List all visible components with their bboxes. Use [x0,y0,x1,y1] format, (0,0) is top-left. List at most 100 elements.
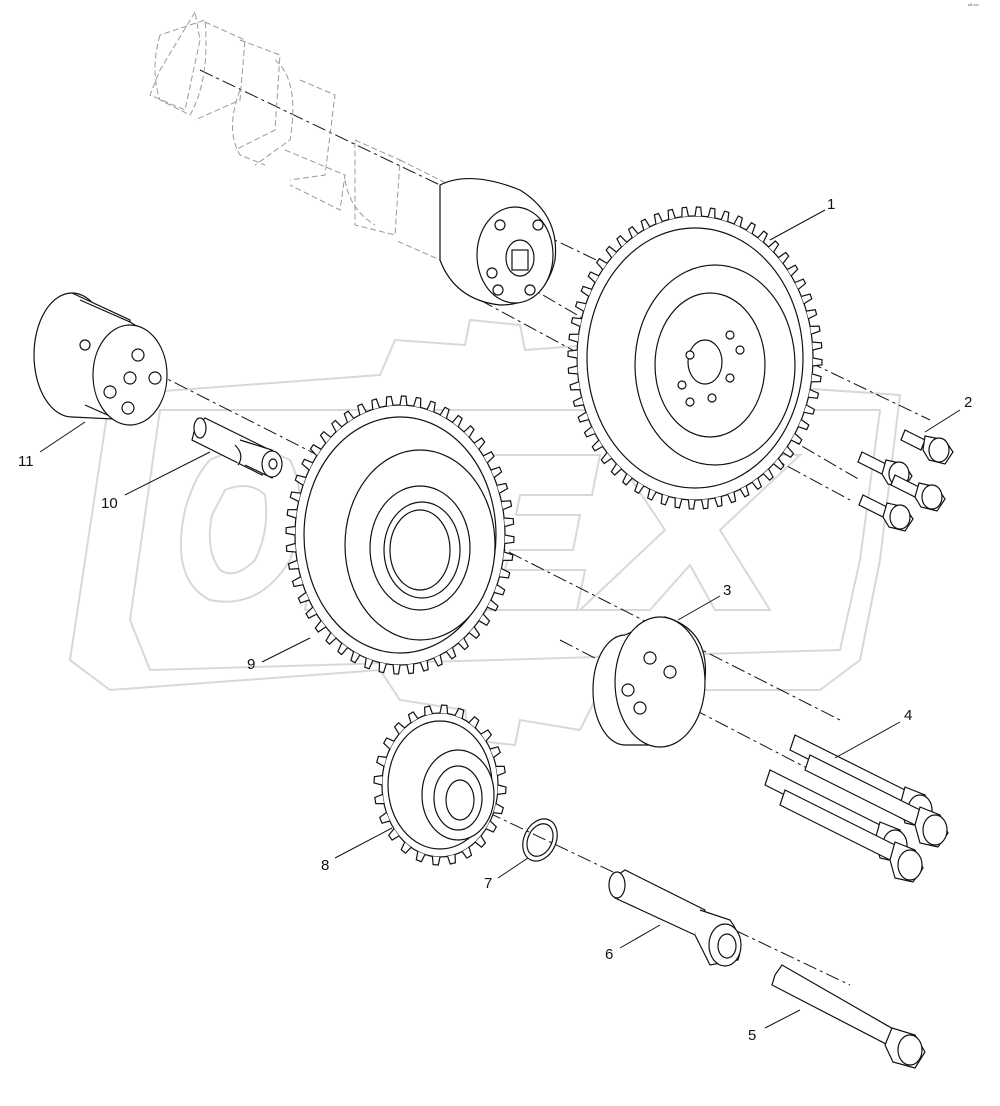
gear-tooth [762,468,774,482]
gear-tooth [406,663,415,675]
gear-tooth [291,576,304,588]
pin-shaft [191,417,283,479]
gear-tooth [687,499,696,510]
camshaft-gear-teeth [567,206,823,510]
gear-tooth [768,240,780,253]
callout-8: 8 [321,857,330,874]
gear-tooth [787,264,799,277]
gear-tooth [757,230,769,243]
gear-tooth [778,251,790,264]
gear-tooth [314,620,327,633]
gear-tooth [439,406,450,419]
gear-tooth [309,443,322,457]
gear-tooth [392,664,401,675]
gear-tooth [457,637,469,651]
gear-tooth [627,225,639,239]
gear-tooth [301,458,313,471]
gear-tooth [580,285,592,297]
gear-tooth [809,325,821,335]
gear-tooth [808,389,820,399]
gear-tooth [610,463,622,476]
gear-tooth [497,784,507,795]
gear-tooth [496,482,509,494]
gear-tooth [640,218,651,231]
callout-7: 7 [484,875,493,892]
gear-tooth [727,491,737,504]
gear-tooth [739,485,750,498]
small-gear-teeth [373,704,507,866]
gear-tooth [382,737,395,750]
gear-tooth [415,851,426,863]
callout-leaders [39,209,961,1029]
gear-tooth [350,651,361,664]
gear-tooth [374,793,385,805]
intermediate-gear-teeth [285,395,515,675]
gear-tooth [375,755,387,767]
callout-6: 6 [605,946,614,963]
gear-tooth [373,775,383,786]
gear-tooth [587,271,600,283]
gear-tooth [811,373,822,383]
gear-tooth [494,584,506,596]
gear-tooth [694,206,703,217]
gear-tooth [733,215,743,227]
gear-tooth [812,341,823,351]
gear-tooth [653,212,663,225]
gear-tooth [439,704,449,714]
gear-tooth [600,452,612,465]
gear-tooth [577,411,589,423]
gear-tooth [487,599,499,612]
small-bolts [857,429,954,532]
gear-tooth [605,245,617,258]
gear-tooth [707,207,716,219]
gear-tooth [473,437,486,450]
gear-tooth [490,746,502,758]
gear-tooth [426,400,436,412]
small-gear [373,704,507,866]
gear-tooth [468,626,481,640]
camshaft-end [439,178,557,306]
callout-4: 4 [904,707,913,724]
camshaft-gear [567,206,823,510]
gear-tooth [572,396,584,407]
gear-tooth [447,854,457,865]
gear-tooth [714,496,723,508]
hub-flange [33,292,168,426]
callout-10: 10 [101,495,118,512]
gear-tooth [385,395,394,407]
gear-tooth [387,828,400,841]
gear-tooth [801,293,813,305]
gear-tooth [681,206,689,217]
gear-tooth [485,820,498,833]
gear-tooth [431,856,441,866]
gear-tooth [790,433,803,445]
gear-tooth [419,660,429,672]
gear-tooth [667,208,676,220]
camshaft-phantom [149,10,461,261]
intermediate-gear [285,395,515,675]
gear-tooth [325,632,337,646]
gear-tooth [701,499,709,510]
gear-tooth [773,458,785,471]
gear-tooth [674,497,683,509]
gear-tooth [495,765,506,777]
gear-tooth [806,309,818,320]
callout-1: 1 [827,196,836,213]
gear-tooth [378,812,390,824]
gear-tooth [803,404,816,415]
gear-tooth [378,662,387,674]
gear-tooth [445,647,457,660]
gear-tooth [452,414,463,428]
gear-tooth [745,221,756,234]
gear-tooth [286,509,298,519]
gear-tooth [413,396,422,408]
gear-tooth [647,489,657,501]
gear-tooth [285,542,296,553]
gear-tooth [305,606,317,619]
gear-tooth [474,835,487,849]
thrust-plate [592,616,707,748]
gear-tooth [621,473,633,486]
callout-2: 2 [964,394,973,411]
callout-5: 5 [748,1027,757,1044]
